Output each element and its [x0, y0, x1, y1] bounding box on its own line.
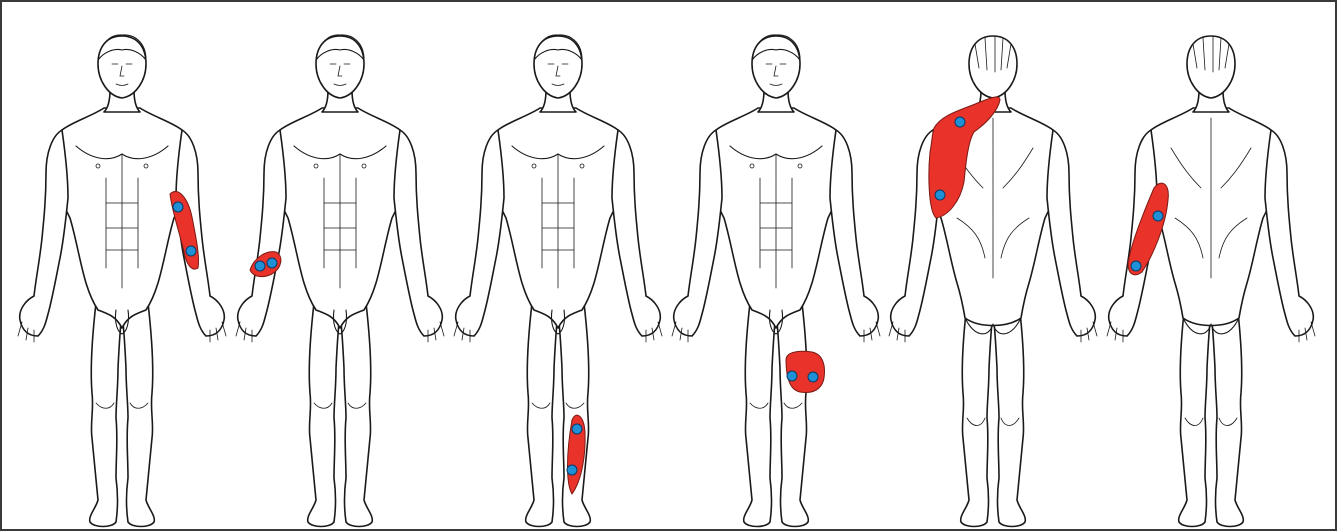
trigger-point: [173, 202, 183, 212]
figure-front-4: [672, 35, 880, 527]
trigger-point: [1131, 261, 1141, 271]
trigger-point: [186, 246, 196, 256]
figure-back-5: [889, 36, 1097, 527]
figure-front-1: [18, 35, 226, 527]
figure-front-3: [454, 35, 662, 527]
pain-region-right-hand-wrist: [250, 252, 281, 277]
trigger-point: [808, 372, 818, 382]
figure-front-2: [236, 35, 444, 527]
trigger-point: [572, 424, 582, 434]
trigger-point: [935, 190, 945, 200]
figure-back-6: [1107, 36, 1315, 527]
trigger-point: [255, 261, 265, 271]
trigger-point: [567, 465, 577, 475]
trigger-point: [267, 258, 277, 268]
trigger-point: [1153, 211, 1163, 221]
pain-region-left-knee: [786, 351, 825, 392]
trigger-point: [787, 371, 797, 381]
trigger-point: [955, 117, 965, 127]
